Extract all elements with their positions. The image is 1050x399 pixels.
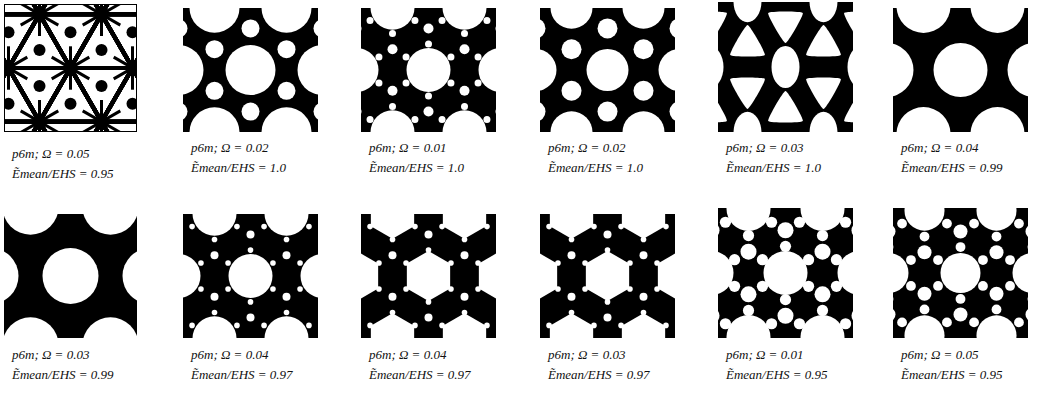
caption-label: p6m; Ω = 0.02: [548, 140, 625, 156]
caption-label: p6m; Ω = 0.01: [369, 140, 446, 156]
caption-label: Ẽmean/EHS = 0.99: [12, 367, 114, 383]
caption-label: p6m; Ω = 0.04: [369, 347, 446, 363]
caption-label: Ẽmean/EHS = 0.95: [901, 367, 1003, 383]
caption-label: Ẽmean/EHS = 0.97: [191, 367, 293, 383]
caption-label: p6m; Ω = 0.02: [191, 140, 268, 156]
caption-label: p6m; Ω = 0.05: [12, 146, 89, 162]
unit-cell-pattern: [893, 208, 1028, 338]
unit-cell-pattern: [4, 214, 137, 338]
caption-label: Ẽmean/EHS = 1.0: [369, 160, 464, 176]
unit-cell-pattern: [4, 4, 137, 132]
caption-label: p6m; Ω = 0.04: [901, 140, 978, 156]
caption-label: Ẽmean/EHS = 0.95: [726, 367, 828, 383]
caption-label: p6m; Ω = 0.01: [726, 347, 803, 363]
unit-cell-pattern: [361, 214, 496, 338]
unit-cell-pattern: [183, 214, 318, 338]
caption-label: p6m; Ω = 0.03: [726, 140, 803, 156]
unit-cell-pattern: [718, 208, 853, 338]
caption-label: p6m; Ω = 0.03: [12, 347, 89, 363]
unit-cell-pattern: [183, 8, 318, 132]
caption-label: p6m; Ω = 0.03: [548, 347, 625, 363]
caption-label: Ẽmean/EHS = 1.0: [191, 160, 286, 176]
unit-cell-pattern: [718, 2, 853, 132]
unit-cell-pattern: [893, 8, 1028, 132]
caption-label: Ẽmean/EHS = 1.0: [726, 160, 821, 176]
caption-label: Ẽmean/EHS = 0.97: [548, 367, 650, 383]
caption-label: p6m; Ω = 0.05: [901, 347, 978, 363]
unit-cell-pattern: [540, 214, 675, 338]
caption-label: Ẽmean/EHS = 0.99: [901, 160, 1003, 176]
caption-label: Ẽmean/EHS = 1.0: [548, 160, 643, 176]
caption-label: Ẽmean/EHS = 0.95: [12, 166, 114, 182]
unit-cell-pattern: [361, 8, 496, 132]
unit-cell-pattern: [540, 8, 675, 132]
caption-label: Ẽmean/EHS = 0.97: [369, 367, 471, 383]
caption-label: p6m; Ω = 0.04: [191, 347, 268, 363]
